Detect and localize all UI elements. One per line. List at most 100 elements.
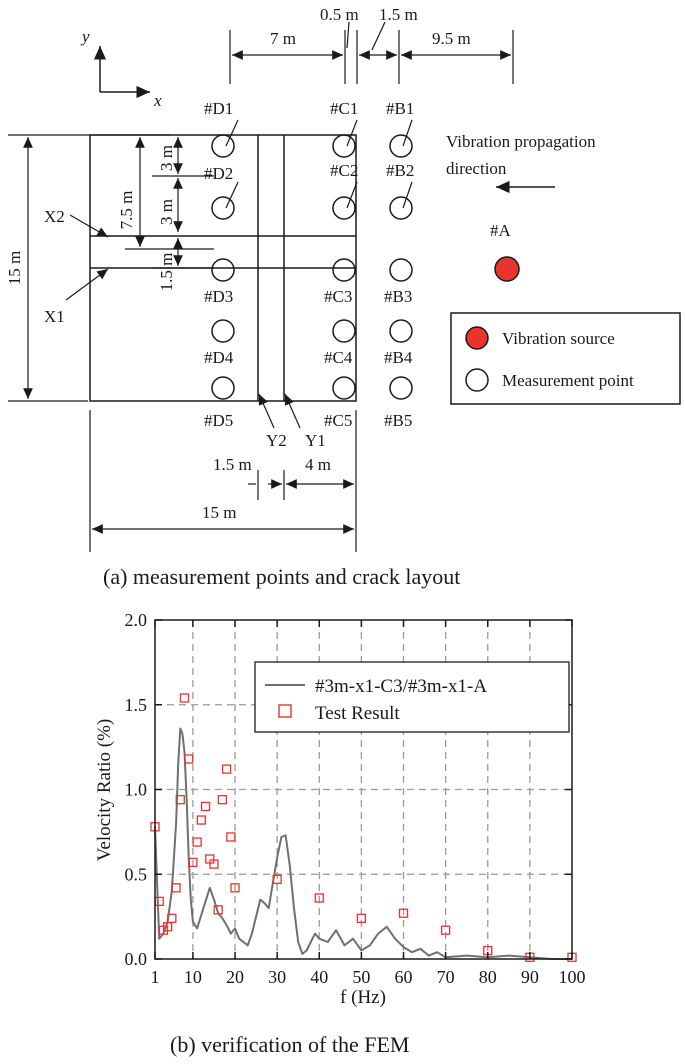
label-x1: X1 [44,307,65,326]
y-tick-label: 1.0 [125,780,148,800]
dim-4m: 4 m [305,455,331,474]
point-b5 [389,376,413,400]
x-tick-label: 60 [395,967,413,987]
chart-legend-box [254,661,570,733]
test-point [192,837,202,847]
point-d4 [211,319,235,343]
point-d2 [211,196,235,220]
point-c2 [332,196,356,220]
point-c5 [332,376,356,400]
dim-15m-left: 15 m [5,251,24,285]
test-point [179,693,190,703]
point-c1 [332,134,356,158]
test-point [356,913,367,923]
y-tick-label: 1.5 [125,695,148,715]
test-point [175,795,185,805]
test-point [221,764,232,774]
dim-1-5m-left: 1.5 m [157,253,176,292]
point-d3 [211,258,235,282]
chart-ticks [154,619,573,960]
measurement-points [211,119,413,400]
test-point [398,908,409,918]
label-d1: #D1 [204,99,233,118]
test-point [226,832,236,842]
test-point [217,795,228,805]
label-c2: #C2 [330,161,358,180]
test-point [230,883,240,893]
test-point [209,859,219,869]
caption-b: (b) verification of the FEM [170,1032,410,1057]
x-tick-label: 30 [268,967,286,987]
label-b4: #B4 [384,348,413,367]
y-tick-label: 2.0 [125,610,148,630]
x-tick-label: 80 [479,967,497,987]
propagation-label-line1: Vibration propagation [446,132,596,151]
label-d4: #D4 [204,348,234,367]
x-tick-label: 20 [226,967,244,987]
label-b3: #B3 [384,287,412,306]
axis-y-label: y [80,27,90,46]
x-tick-label: 10 [184,967,202,987]
test-point [196,815,206,825]
x-tick-label: 90 [521,967,539,987]
chart-legend: #3m-x1-C3/#3m-x1-A Test Result [254,661,570,733]
legend-series-1-label: #3m-x1-C3/#3m-x1-A [315,676,487,697]
point-d1 [211,134,235,158]
label-d3: #D3 [204,287,233,306]
test-point [154,896,164,907]
x-tick-label: 1 [151,967,160,987]
diagram-legend: Vibration source Measurement point [450,312,681,405]
bottom-dimensions: 1.5 m 4 m 15 m [89,410,357,552]
point-d5 [211,376,235,400]
test-point [200,801,211,812]
left-dimensions: 3 m 3 m 1.5 m 7.5 m 15 m [5,134,214,402]
label-c3: #C3 [324,287,352,306]
legend-square-swatch [278,704,292,718]
test-point [184,754,194,764]
diagram-legend-box [450,312,681,405]
label-d2: #D2 [204,164,233,183]
chart-xlabel: f (Hz) [340,987,386,1008]
test-point [213,905,223,915]
point-b4 [389,319,413,343]
label-y1: Y1 [305,431,326,450]
axis-indicator: y x [80,27,162,110]
chart-series-line [154,727,572,960]
x-tick-label: 100 [559,967,586,987]
label-x2: X2 [44,207,65,226]
dim-9-5m: 9.5 m [432,29,471,48]
label-source: #A [490,221,512,240]
test-point [171,883,181,893]
test-point [167,913,177,923]
legend-point-label: Measurement point [502,371,634,390]
point-c3 [332,258,356,282]
test-point [188,857,198,868]
label-c5: #C5 [324,411,352,430]
point-c4 [332,319,356,343]
legend-source-label: Vibration source [502,329,615,348]
point-b2 [389,196,413,220]
point-labels: #D1 #D2 #D3 #D4 #D5 #C1 #C2 #C3 #C4 #C5 … [204,99,414,430]
dim-3m-b: 3 m [157,199,176,225]
propagation-label-line2: direction [446,159,507,178]
dim-0-5m: 0.5 m [320,5,359,24]
dim-15m-bottom: 15 m [202,503,236,522]
label-c1: #C1 [330,99,358,118]
vibration-source [494,256,520,282]
label-y2: Y2 [266,431,287,450]
x-tick-label: 70 [437,967,455,987]
point-b3 [389,258,413,282]
dim-3m-a: 3 m [157,145,176,171]
legend-source-marker [465,326,489,350]
y-tick-label: 0.0 [125,949,148,969]
dim-1-5m-top: 1.5 m [379,5,418,24]
panel-a: y x 7 m 0.5 m 1.5 m 9.5 m [5,5,681,589]
legend-point-marker [465,368,489,392]
test-point [272,874,282,884]
label-d5: #D5 [204,411,233,430]
test-point [440,925,451,935]
label-b1: #B1 [386,99,414,118]
